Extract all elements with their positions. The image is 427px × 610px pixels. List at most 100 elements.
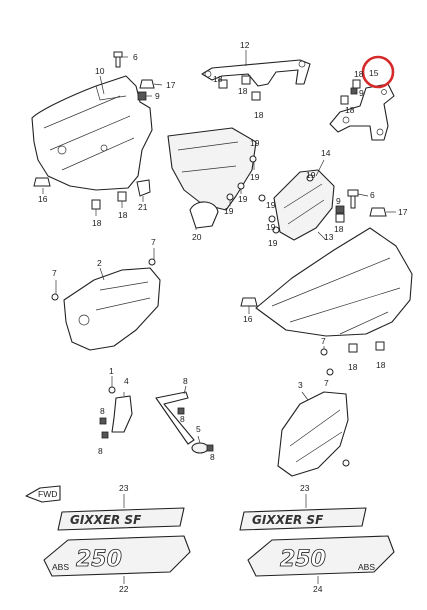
callout-7: 7: [151, 237, 156, 247]
callout-2: 2: [97, 258, 102, 268]
callout-8: 8: [180, 414, 185, 424]
part-16-clip[interactable]: [33, 177, 51, 187]
callout-19: 19: [238, 194, 248, 204]
part-16-clip[interactable]: [240, 297, 258, 307]
callout-23: 23: [300, 483, 310, 493]
decal-gixxer-right: GIXXER SF: [252, 513, 324, 527]
part-7-screw[interactable]: [51, 258, 156, 301]
part-8-nut[interactable]: [99, 417, 109, 439]
callout-9: 9: [336, 196, 341, 206]
decal-model-right: 250: [280, 547, 326, 572]
callout-22: 22: [119, 584, 129, 594]
part-7-screw[interactable]: [320, 348, 328, 356]
part-23-decal-right[interactable]: GIXXER SF: [239, 507, 367, 531]
callout-19: 19: [224, 206, 234, 216]
part-18-clip[interactable]: [348, 341, 385, 353]
part-4-bracket[interactable]: [111, 395, 133, 433]
callout-6: 6: [133, 52, 138, 62]
callout-24: 24: [313, 584, 323, 594]
callout-6: 6: [370, 190, 375, 200]
decal-badge-right: ABS: [358, 562, 375, 572]
part-2-lower-panel[interactable]: [63, 267, 161, 351]
part-12-bracket[interactable]: [201, 59, 311, 87]
callout-18: 18: [254, 110, 264, 120]
decal-badge-left: ABS: [52, 562, 69, 572]
part-24-decal-right[interactable]: 250 ABS: [247, 535, 395, 577]
part-17-clip[interactable]: [369, 207, 387, 217]
callout-7: 7: [324, 378, 329, 388]
callout-18: 18: [348, 362, 358, 372]
part-15-bracket[interactable]: [329, 83, 395, 141]
fwd-arrow: FWD: [25, 485, 61, 503]
part-20-cover[interactable]: [189, 201, 219, 229]
callout-9: 9: [155, 91, 160, 101]
callout-5: 5: [196, 424, 201, 434]
part-13-side-fairing[interactable]: [255, 227, 413, 337]
callout-18: 18: [354, 69, 364, 79]
fwd-arrow-label: FWD: [38, 489, 57, 499]
callout-4: 4: [124, 376, 129, 386]
part-19-screw[interactable]: [268, 174, 314, 234]
part-22-decal-left[interactable]: 250 ABS: [43, 535, 191, 577]
callout-1: 1: [109, 366, 114, 376]
callout-14: 14: [321, 148, 331, 158]
callout-8: 8: [210, 452, 215, 462]
part-9-nut[interactable]: [137, 91, 147, 101]
callout-8: 8: [98, 446, 103, 456]
callout-18: 18: [334, 224, 344, 234]
decal-gixxer-left: GIXXER SF: [70, 513, 142, 527]
part-17-clip[interactable]: [139, 79, 155, 89]
part-8-nut[interactable]: [177, 407, 214, 452]
callout-18: 18: [238, 86, 248, 96]
part-19-screw[interactable]: [226, 155, 266, 202]
callout-8: 8: [100, 406, 105, 416]
callout-16: 16: [38, 194, 48, 204]
part-3-lower-panel[interactable]: [277, 391, 349, 477]
callout-19: 19: [266, 200, 276, 210]
callout-17: 17: [398, 207, 408, 217]
callout-16: 16: [243, 314, 253, 324]
callout-15: 15: [369, 68, 379, 78]
part-9-nut[interactable]: [335, 205, 345, 214]
callout-18: 18: [376, 360, 386, 370]
callout-7: 7: [52, 268, 57, 278]
leader-lines: [42, 50, 396, 584]
part-9-nut[interactable]: [350, 87, 358, 95]
callout-9: 9: [359, 88, 364, 98]
callout-13: 13: [324, 232, 334, 242]
callout-18: 18: [118, 210, 128, 220]
callout-23: 23: [119, 483, 129, 493]
callout-19: 19: [306, 170, 316, 180]
callout-19: 19: [266, 222, 276, 232]
callout-19: 19: [250, 172, 260, 182]
part-1-bolt[interactable]: [108, 386, 116, 394]
highlight-ring: [361, 55, 395, 89]
part-6-screw[interactable]: [113, 51, 123, 68]
callout-18: 18: [92, 218, 102, 228]
callout-21: 21: [138, 202, 148, 212]
part-7-screw[interactable]: [326, 368, 350, 467]
part-18-clip[interactable]: [91, 191, 127, 210]
callout-numbers: 6 10 17 9 12 18 18 18 15 18 18 9 16 18 1…: [38, 40, 408, 594]
part-21-grommet[interactable]: [136, 179, 151, 197]
part-6-screw[interactable]: [347, 189, 359, 209]
callout-19: 19: [250, 138, 260, 148]
callout-12: 12: [240, 40, 250, 50]
part-10-inner-cowl[interactable]: [31, 75, 153, 191]
callout-10: 10: [95, 66, 105, 76]
part-14-panel[interactable]: [273, 169, 335, 241]
callout-17: 17: [166, 80, 176, 90]
part-18-clip[interactable]: [335, 213, 345, 223]
part-18-clip[interactable]: [218, 75, 261, 101]
center-panel[interactable]: [167, 127, 257, 211]
callout-8: 8: [183, 376, 188, 386]
callout-7: 7: [321, 336, 326, 346]
callout-18: 18: [213, 74, 223, 84]
callout-19: 19: [268, 238, 278, 248]
part-23-decal-left[interactable]: GIXXER SF: [57, 507, 185, 531]
decal-model-left: 250: [76, 547, 122, 572]
callout-18: 18: [345, 105, 355, 115]
callout-20: 20: [192, 232, 202, 242]
callout-3: 3: [298, 380, 303, 390]
